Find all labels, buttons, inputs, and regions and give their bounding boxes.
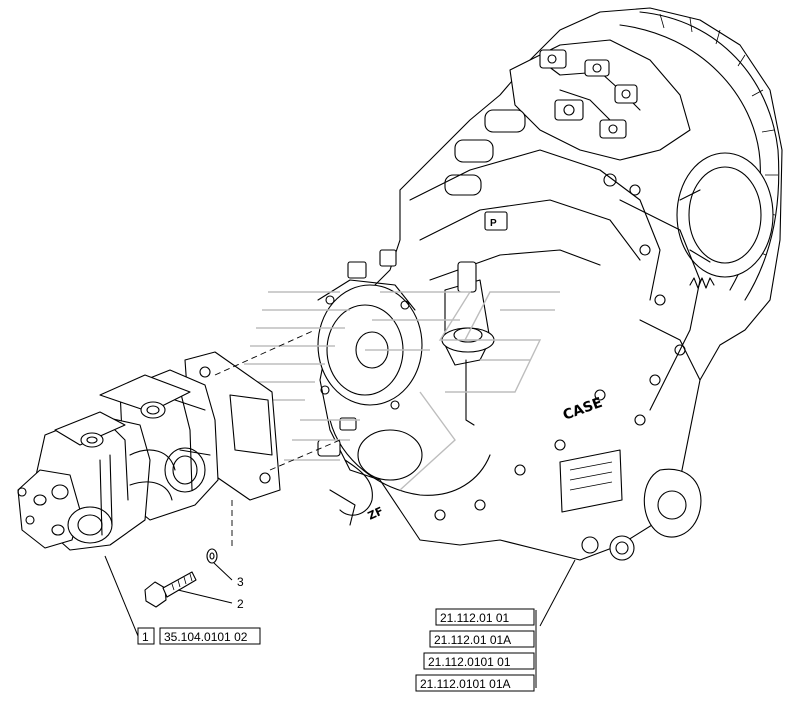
bolt-item-2 <box>144 571 197 608</box>
callout-2-label: 2 <box>237 597 244 611</box>
transmission-ref-2: 21.112.01 01A <box>434 633 511 647</box>
assembly-line-lower <box>269 439 341 471</box>
pump-item-number: 1 <box>142 630 149 644</box>
pump-reference-callout: 1 35.104.0101 02 <box>104 555 261 645</box>
port-marking-p: P <box>490 218 497 229</box>
callout-3-label: 3 <box>237 575 244 589</box>
housing-cast-text: ZF <box>366 504 386 522</box>
callout-2: 2 <box>177 589 244 611</box>
transmission-housing: CASE P ZF <box>317 7 783 561</box>
transmission-ref-1: 21.112.01 01 <box>440 611 510 625</box>
transmission-ref-4: 21.112.0101 01A <box>420 677 511 691</box>
transmission-ref-3: 21.112.0101 01 <box>428 655 511 669</box>
callout-3: 3 <box>213 562 244 589</box>
assembly-line-upper <box>214 329 316 376</box>
transmission-reference-callout: 21.112.01 01 21.112.01 01A 21.112.0101 0… <box>415 559 576 692</box>
hydraulic-pump <box>17 351 281 551</box>
washer-item-3 <box>206 548 218 564</box>
pump-reference-code: 35.104.0101 02 <box>164 630 248 644</box>
watermark-logo <box>232 291 560 491</box>
